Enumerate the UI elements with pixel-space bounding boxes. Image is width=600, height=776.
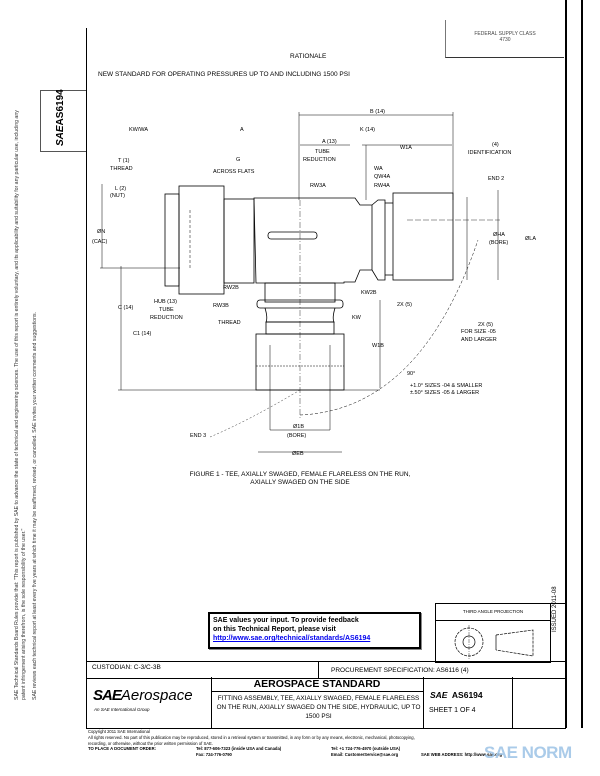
dim-pla: ØLA [525, 236, 536, 242]
label-nut: (NUT) [110, 193, 125, 199]
label-hub-reduction: REDUCTION [150, 315, 183, 321]
label-across-flats: ACROSS FLATS [213, 169, 255, 175]
technical-drawing: B (14) KW/WA A K (14) A (13) TUBE REDUCT… [92, 109, 536, 457]
dim-sx: 2X (5) [397, 302, 412, 308]
dim-rw4a: RW4A [374, 183, 390, 189]
order-label: TO PLACE A DOCUMENT ORDER: [88, 746, 157, 752]
label-thread2: THREAD [218, 320, 241, 326]
dim-a: A [240, 127, 244, 133]
feedback-link[interactable]: http://www.sae.org/technical/standards/A… [213, 635, 371, 642]
dim-k: K (14) [360, 127, 375, 133]
footer: Copyright 2011 SAE International All rig… [88, 729, 588, 758]
tel-international: Tel: +1 724-776-4970 (outside USA) [331, 746, 401, 752]
custodian: CUSTODIAN: C-3/C-3B [92, 664, 161, 671]
label-thread: THREAD [110, 166, 133, 172]
dim-phe: ØEB [292, 451, 304, 457]
email[interactable]: Email: CustomerService@sae.org [331, 752, 399, 758]
tol-note1: +1.0° SIZES -04 & SMALLER [410, 383, 482, 389]
dim-l: L (2) [115, 186, 126, 192]
dim-rw2b: RW2B [223, 285, 239, 291]
dim-2x: 2X (5) [478, 322, 493, 328]
dim-kw: KW [352, 315, 362, 321]
caption-line2: AXIALLY SWAGED ON THE SIDE [250, 479, 350, 486]
dim-kwma: KW/WA [129, 127, 148, 133]
dim-rw3b: RW3B [213, 303, 229, 309]
supply-class-value: 4730 [499, 37, 511, 43]
dim-w1a: W1A [400, 145, 412, 151]
feedback-line1: SAE values your input. To provide feedba… [213, 617, 359, 624]
figure-caption: FIGURE 1 - TEE, AXIALLY SWAGED, FEMALE F… [100, 471, 500, 487]
sheet-number: SHEET 1 OF 4 [429, 707, 476, 714]
custodian-row: CUSTODIAN: C-3/C-3B PROCUREMENT SPECIFIC… [86, 661, 566, 679]
rationale-text: NEW STANDARD FOR OPERATING PRESSURES UP … [98, 71, 350, 78]
dim-pha: ØHA [493, 232, 505, 238]
label-tube-reduction: REDUCTION [303, 157, 336, 163]
label-identification: IDENTIFICATION [468, 150, 511, 156]
title-block: SAEAerospace An SAE International Group … [86, 677, 566, 729]
dim-w1b: W1B [372, 343, 384, 349]
tol-note2: ±.50° SIZES -05 & LARGER [410, 390, 479, 396]
sae-norm-watermark: SAE NORM [484, 743, 572, 762]
frame-corner [86, 28, 87, 29]
dim-phb: Ø1B [293, 424, 304, 430]
label-end2: END 2 [488, 176, 504, 182]
dim-c1: C1 (14) [133, 331, 152, 337]
label-cac: (CAC) [92, 239, 107, 245]
dim-qw4a: QW4A [374, 174, 391, 180]
label-and-larger: AND LARGER [461, 337, 497, 343]
dim-rw3a: RW3A [310, 183, 326, 189]
label-bore: (BORE) [489, 240, 508, 246]
dim-t: T (1) [118, 158, 130, 164]
issued-box-top [549, 603, 566, 604]
third-angle-projection-symbol [454, 625, 534, 659]
rights-line2: recording, or otherwise, without the pri… [88, 740, 213, 746]
dim-b: B (14) [370, 109, 385, 115]
label-tube: TUBE [315, 149, 330, 155]
tel-domestic: Tel: 877-606-7323 (inside USA and Canada… [196, 746, 282, 752]
dim-wa: WA [374, 166, 383, 172]
frame-left [86, 28, 87, 728]
caption-line1: FIGURE 1 - TEE, AXIALLY SWAGED, FEMALE F… [189, 471, 411, 478]
rights-line1: All rights reserved. No part of this pub… [88, 734, 415, 740]
label-end3: END 3 [190, 433, 206, 439]
label-hub: HUB (13) [154, 299, 177, 305]
frame-right-inner [565, 0, 567, 728]
dim-angle: 90° [407, 371, 415, 377]
web-address[interactable]: SAE WEB ADDRESS: http://www.sae.org [421, 752, 502, 758]
supply-class-label: FEDERAL SUPPLY CLASS [474, 31, 536, 37]
fax: Fax: 724-776-0790 [196, 752, 232, 758]
dim-g: G [236, 157, 240, 163]
projection-title: THIRD ANGLE PROJECTION [436, 604, 550, 621]
feedback-line2: on this Technical Report, please visit [213, 626, 336, 633]
standard-type: AEROSPACE STANDARD [211, 677, 424, 692]
dim-c: C (14) [118, 305, 133, 311]
dim-kw2b: KW2B [361, 290, 377, 296]
document-title: FITTING ASSEMBLY, TEE, AXIALLY SWAGED, F… [216, 695, 421, 720]
doc-number: SAE AS6194 [430, 690, 483, 700]
rationale-title: RATIONALE [290, 53, 327, 60]
label-ident-num: (4) [492, 142, 499, 148]
frame-right-outer [581, 0, 583, 728]
sae-aerospace-logo: SAEAerospace An SAE International Group [86, 677, 212, 728]
label-bore2: (BORE) [287, 433, 306, 439]
issued-date: ISSUED 2011-08 [552, 586, 558, 632]
label-for-size: FOR SIZE -05 [461, 329, 496, 335]
dim-aa: A (13) [322, 139, 337, 145]
feedback-box: SAE values your input. To provide feedba… [208, 612, 421, 649]
supply-class-box: FEDERAL SUPPLY CLASS 4730 [445, 20, 564, 58]
procurement-spec: PROCUREMENT SPECIFICATION: AS6116 (4) [331, 667, 469, 674]
dim-phn: ØN [97, 229, 105, 235]
projection-box: THIRD ANGLE PROJECTION [435, 603, 551, 663]
label-hub-tube: TUBE [159, 307, 174, 313]
copyright: Copyright 2011 SAE International [88, 729, 150, 734]
